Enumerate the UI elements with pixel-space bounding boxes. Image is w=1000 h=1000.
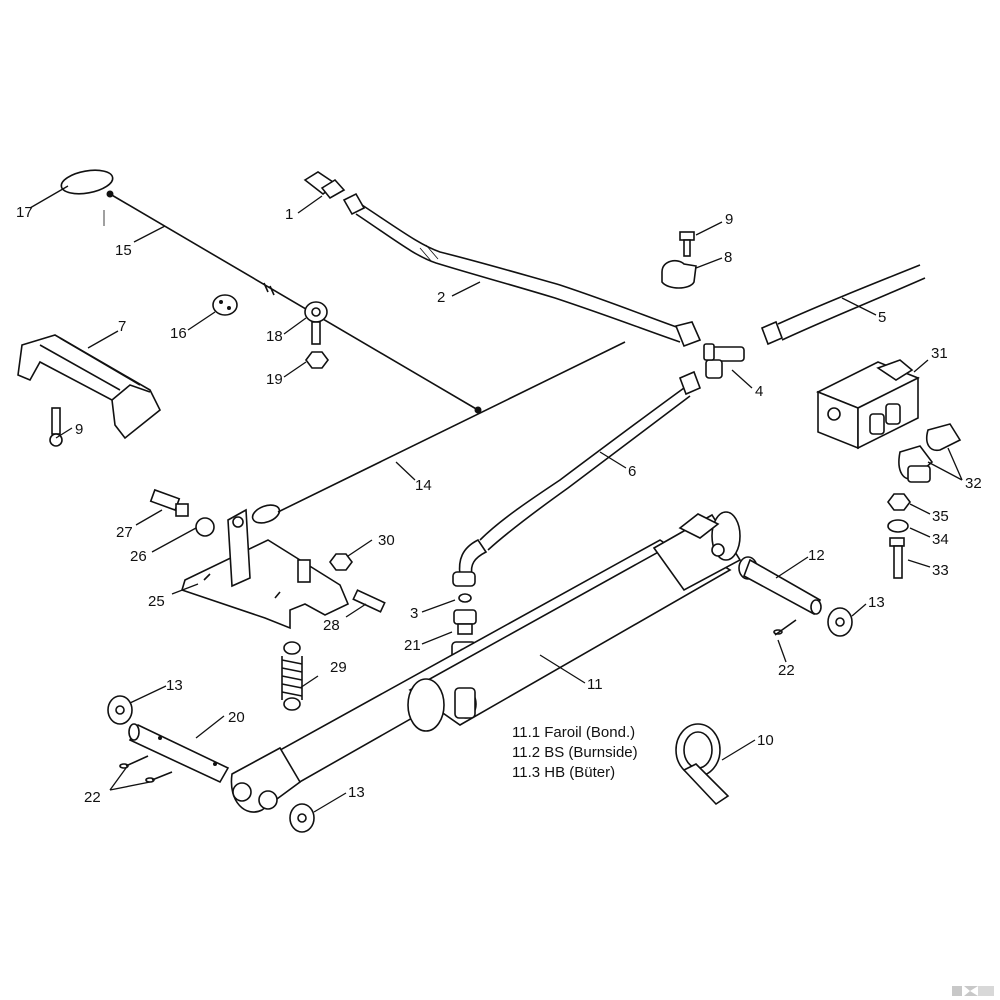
callout-13-bottom: 13 xyxy=(348,784,365,801)
leader-lines xyxy=(29,185,963,813)
callout-26: 26 xyxy=(130,548,147,565)
cable-assembly xyxy=(60,169,626,524)
cylinder-11 xyxy=(230,511,742,813)
callout-13-left: 13 xyxy=(166,677,183,694)
callout-16: 16 xyxy=(170,325,187,342)
callout-5: 5 xyxy=(878,309,886,326)
callout-8: 8 xyxy=(724,249,732,266)
callout-9-top: 9 xyxy=(725,211,733,228)
hose-2 xyxy=(303,171,702,348)
callout-20: 20 xyxy=(228,709,245,726)
plate-25 xyxy=(149,488,386,630)
bracket-7 xyxy=(17,334,162,447)
callout-4: 4 xyxy=(755,383,763,400)
callout-35: 35 xyxy=(932,508,949,525)
callout-19: 19 xyxy=(266,371,283,388)
spring-29 xyxy=(281,641,303,711)
elbows-32 xyxy=(898,423,962,483)
callout-1: 1 xyxy=(285,206,293,223)
callout-30: 30 xyxy=(378,532,395,549)
legend-line-2: 11.2 BS (Burnside) xyxy=(512,744,638,761)
callouts: 1 2 3 4 5 6 7 8 9 9 10 11 12 13 13 13 14… xyxy=(16,204,982,806)
callout-34: 34 xyxy=(932,531,949,548)
callout-10: 10 xyxy=(757,732,774,749)
callout-27: 27 xyxy=(116,524,133,541)
bolt-stack-33-35 xyxy=(887,493,911,579)
callout-11: 11 xyxy=(587,676,603,693)
callout-22-left: 22 xyxy=(84,789,101,806)
small-parts-16-18-19 xyxy=(212,294,329,369)
callout-15: 15 xyxy=(115,242,132,259)
pin-20 xyxy=(107,695,315,833)
legend-line-3: 11.3 HB (Büter) xyxy=(512,764,615,781)
clamp-8 xyxy=(661,231,697,289)
legend: 11.1 Faroil (Bond.) 11.2 BS (Burnside) 1… xyxy=(512,724,638,781)
callout-28: 28 xyxy=(323,617,340,634)
valve-block-31 xyxy=(816,359,920,450)
hose-5 xyxy=(760,264,926,346)
callout-31: 31 xyxy=(931,345,948,362)
legend-line-1: 11.1 Faroil (Bond.) xyxy=(512,724,635,741)
cable-tie-10 xyxy=(675,723,730,806)
callout-7: 7 xyxy=(118,318,126,335)
callout-12: 12 xyxy=(808,547,825,564)
pin-12 xyxy=(738,556,853,637)
callout-14: 14 xyxy=(415,477,432,494)
callout-33: 33 xyxy=(932,562,949,579)
callout-9-left: 9 xyxy=(75,421,83,438)
callout-3: 3 xyxy=(410,605,418,622)
callout-25: 25 xyxy=(148,593,165,610)
callout-29: 29 xyxy=(330,659,347,676)
tee-fitting-4 xyxy=(703,343,745,379)
callout-6: 6 xyxy=(628,463,636,480)
callout-32: 32 xyxy=(965,475,982,492)
callout-22-right: 22 xyxy=(778,662,795,679)
callout-21: 21 xyxy=(404,637,421,654)
callout-13-right: 13 xyxy=(868,594,885,611)
k-logo-icon xyxy=(952,986,994,996)
callout-17: 17 xyxy=(16,204,33,221)
hose-6 xyxy=(452,370,702,587)
callout-18: 18 xyxy=(266,328,283,345)
callout-2: 2 xyxy=(437,289,445,306)
